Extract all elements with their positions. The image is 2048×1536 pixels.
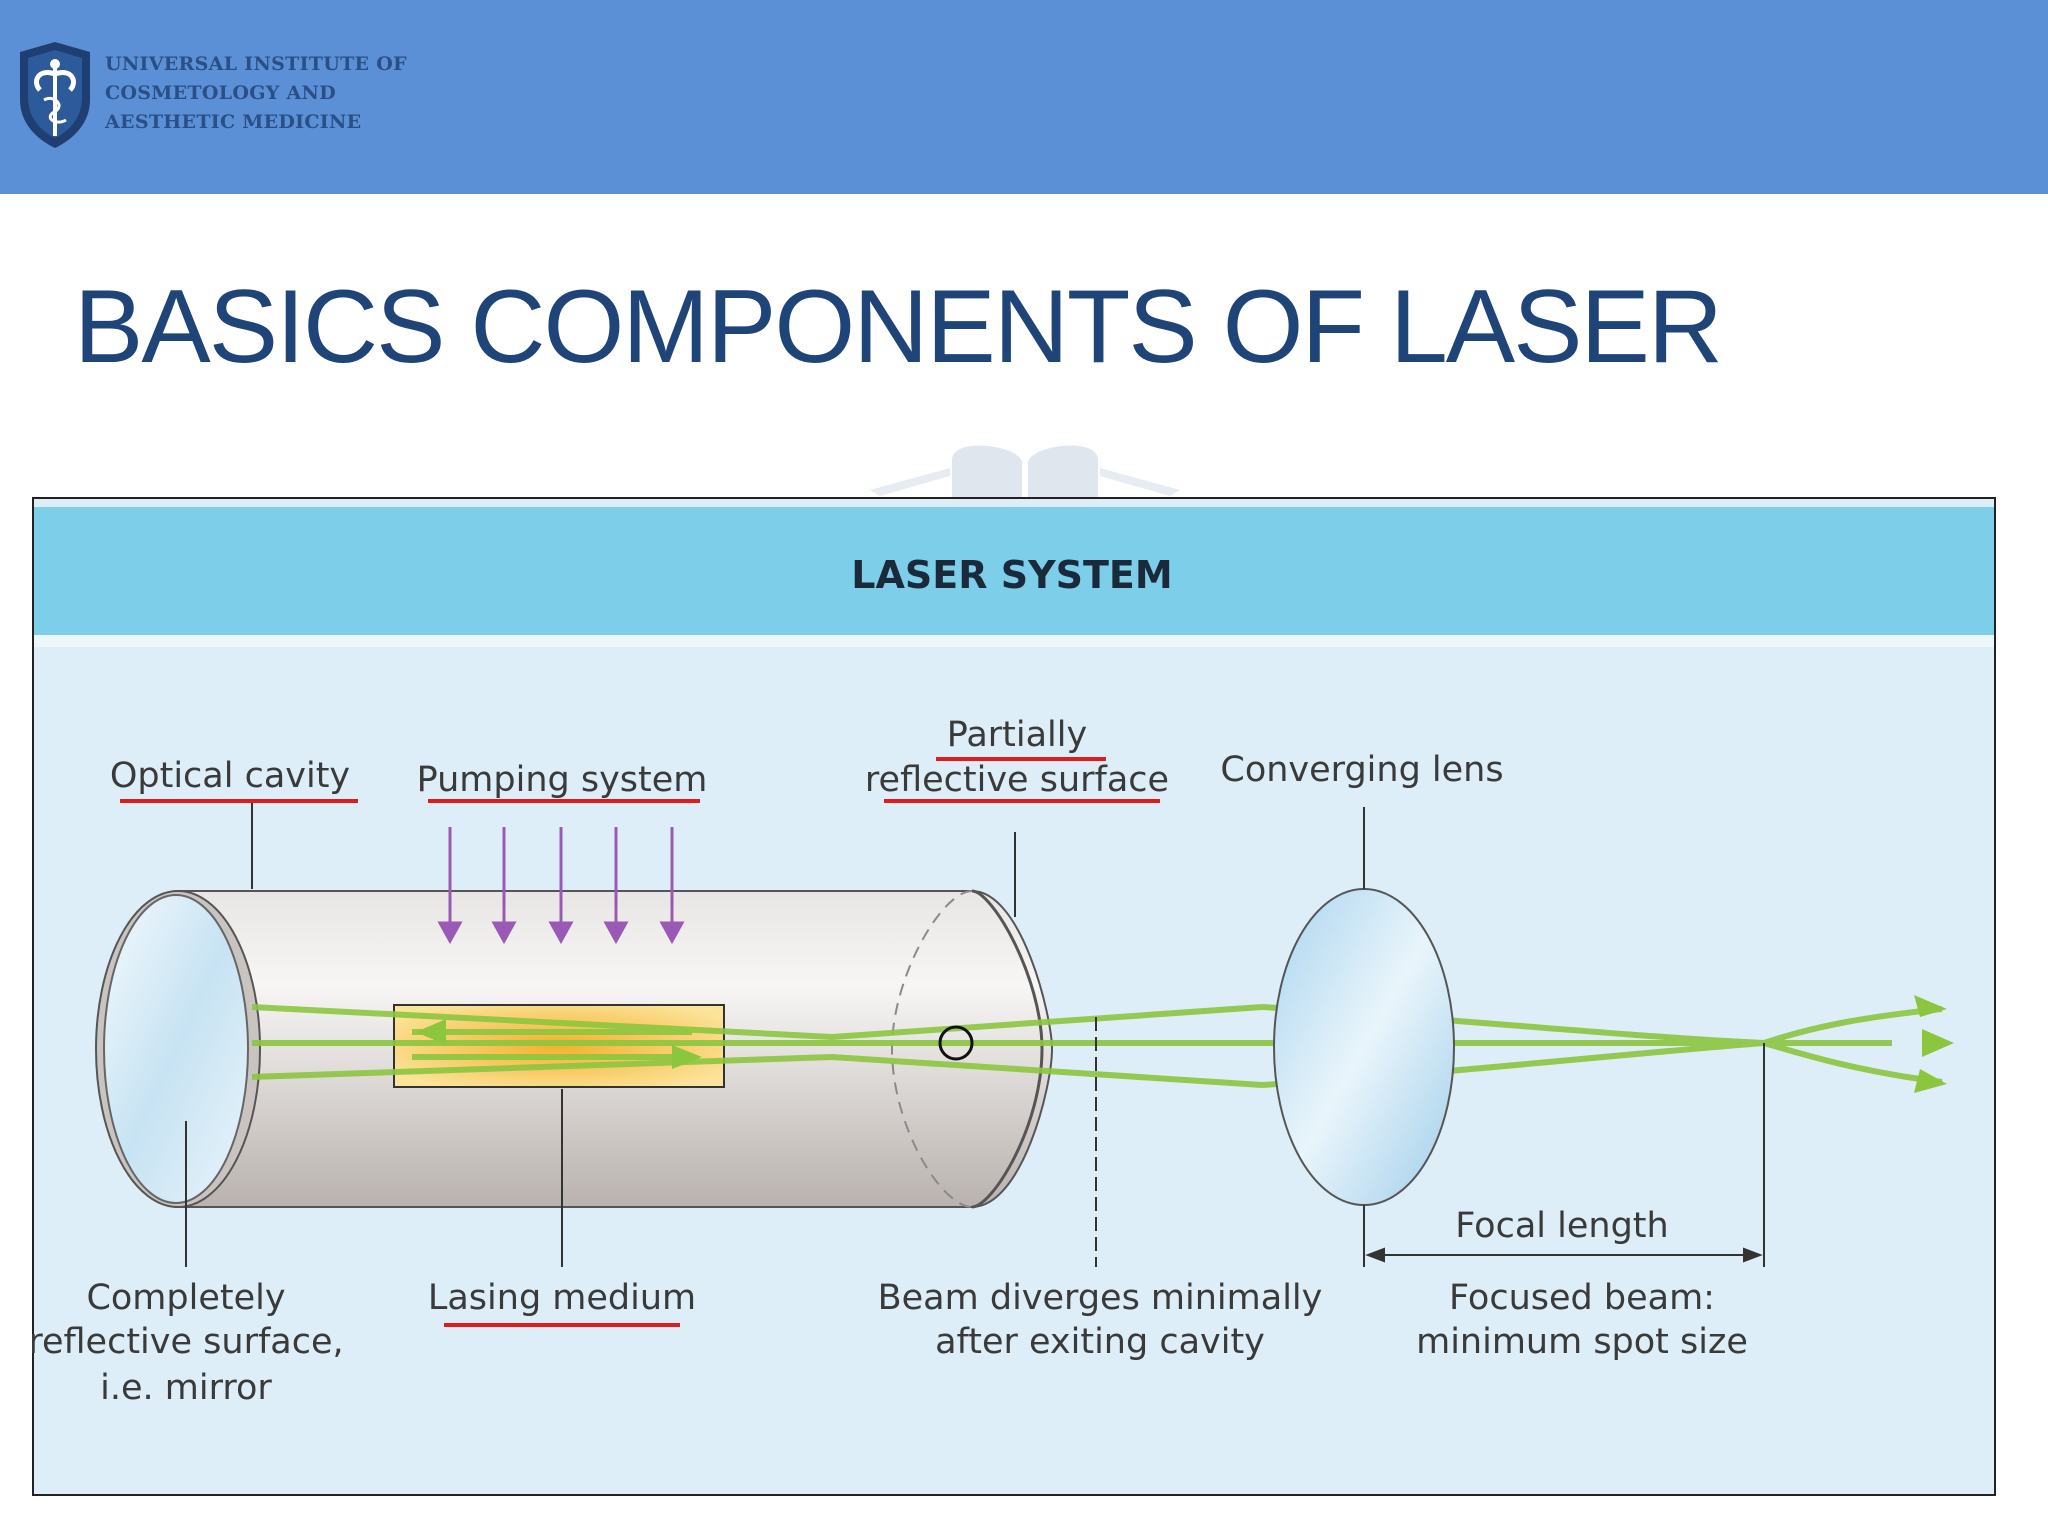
label-partially-line-1: Partially bbox=[947, 715, 1087, 755]
label-lasing-medium: Lasing medium bbox=[428, 1278, 696, 1318]
beam-reflect-arrows bbox=[416, 1019, 702, 1069]
book-watermark-icon bbox=[870, 445, 1180, 500]
panel-title: LASER SYSTEM bbox=[851, 553, 1172, 597]
caduceus-shield-icon bbox=[20, 42, 90, 148]
laser-system-diagram: LASER SYSTEM bbox=[32, 497, 1996, 1496]
converging-lens bbox=[1273, 888, 1455, 1206]
label-converging-lens: Converging lens bbox=[1220, 750, 1503, 790]
highlight-underlines bbox=[120, 757, 1160, 1327]
slide-title: BASICS COMPONENTS OF LASER bbox=[74, 269, 1723, 385]
beam-output-arrowheads bbox=[1914, 995, 1954, 1093]
label-optical-cavity: Optical cavity bbox=[110, 756, 350, 796]
institute-logo-text: UNIVERSAL INSTITUTE OF COSMETOLOGY AND A… bbox=[105, 50, 407, 137]
label-partially-line-2: reflective surface bbox=[865, 760, 1169, 800]
logo-line-2: COSMETOLOGY AND bbox=[105, 82, 336, 104]
panel-title-band bbox=[34, 507, 1994, 635]
label-beam-line-2: after exiting cavity bbox=[935, 1322, 1265, 1362]
label-focused-line-1: Focused beam: bbox=[1449, 1278, 1715, 1318]
beam-exit-marker bbox=[938, 1025, 974, 1061]
label-pumping-system: Pumping system bbox=[417, 760, 708, 800]
label-focal-length: Focal length bbox=[1455, 1206, 1668, 1246]
label-focused-line-2: minimum spot size bbox=[1416, 1322, 1748, 1362]
label-completely-line-1: Completely bbox=[86, 1278, 285, 1318]
pump-arrows bbox=[437, 827, 685, 945]
leader-lines bbox=[185, 802, 1765, 1267]
logo-line-1: UNIVERSAL INSTITUTE OF bbox=[105, 53, 407, 75]
label-beam-line-1: Beam diverges minimally bbox=[878, 1278, 1323, 1318]
header-bar bbox=[0, 0, 2048, 194]
focal-length-dimension bbox=[1365, 1247, 1763, 1263]
label-completely-line-2: reflective surface, bbox=[32, 1322, 344, 1362]
logo-line-3: AESTHETIC MEDICINE bbox=[105, 111, 362, 133]
label-completely-line-3: i.e. mirror bbox=[100, 1368, 272, 1408]
